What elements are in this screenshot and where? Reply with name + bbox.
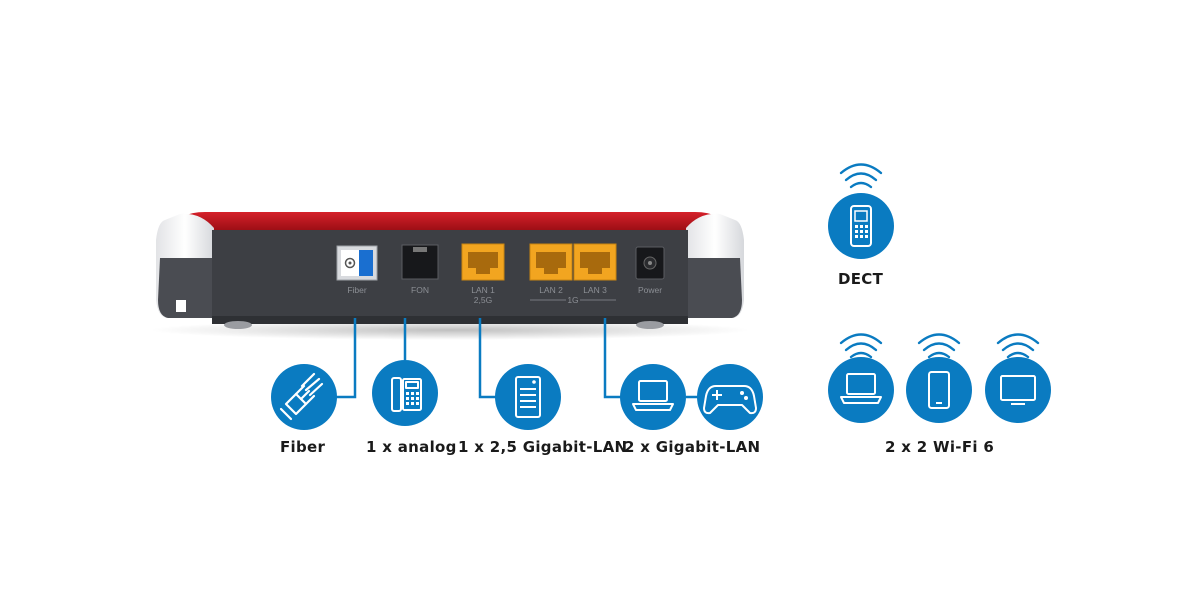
lan2-port <box>529 243 573 281</box>
desk-phone-icon <box>372 360 438 426</box>
wifi-tablet-group <box>906 333 972 423</box>
router-right-foot <box>688 258 742 318</box>
fon-port <box>401 244 439 280</box>
router-back-panel <box>212 230 688 318</box>
port-label-lan23-speed: 1G <box>567 295 578 305</box>
port-label-lan3: LAN 3 <box>583 285 607 295</box>
router-foot-right <box>636 321 664 329</box>
lan1-port <box>461 243 505 281</box>
tv-icon <box>985 357 1051 423</box>
port-label-lan1: LAN 1 <box>471 285 495 295</box>
connector-gigabit <box>603 318 621 399</box>
dect-handset-icon <box>828 193 894 259</box>
power-port <box>635 246 665 280</box>
port-label-fiber: Fiber <box>347 285 367 295</box>
caption-analog: 1 x analog <box>366 438 457 456</box>
router-shadow <box>150 320 750 340</box>
lan3-port <box>573 243 617 281</box>
router-left-slot <box>176 300 186 312</box>
wifi-signal-icon <box>996 333 1040 359</box>
router-base <box>212 316 688 324</box>
laptop-icon <box>828 357 894 423</box>
router-foot-left <box>224 321 252 329</box>
caption-dect: DECT <box>838 270 884 288</box>
port-label-fon: FON <box>411 285 429 295</box>
port-label-power: Power <box>638 285 662 295</box>
router-left-foot <box>158 258 212 318</box>
dect-group <box>828 163 894 259</box>
caption-gigabit: 2 x Gigabit-LAN <box>624 438 761 456</box>
fiber-cable-icon <box>271 364 337 430</box>
wifi-signal-icon <box>839 333 883 359</box>
port-label-lan2: LAN 2 <box>539 285 563 295</box>
connector-lan25 <box>478 318 496 399</box>
wifi-tv-group <box>985 333 1051 423</box>
tablet-icon <box>906 357 972 423</box>
caption-fiber: Fiber <box>280 438 326 456</box>
port-label-lan1-speed: 2,5G <box>474 295 492 305</box>
connector-fiber <box>336 318 357 399</box>
router-top-cover <box>172 212 728 230</box>
laptop-icon <box>620 364 686 430</box>
gamepad-icon <box>697 364 763 430</box>
server-tower-icon <box>495 364 561 430</box>
caption-wifi: 2 x 2 Wi-Fi 6 <box>885 438 995 456</box>
connector-lines <box>336 318 621 399</box>
router: Fiber FON LAN 1 2,5G LAN 2 LAN 3 1G Powe… <box>150 212 750 340</box>
wifi-signal-icon <box>917 333 961 359</box>
fiber-port <box>336 245 378 281</box>
wifi-laptop-group <box>828 333 894 423</box>
caption-lan25: 1 x 2,5 Gigabit-LAN <box>458 438 628 456</box>
wifi-signal-icon <box>839 163 883 189</box>
